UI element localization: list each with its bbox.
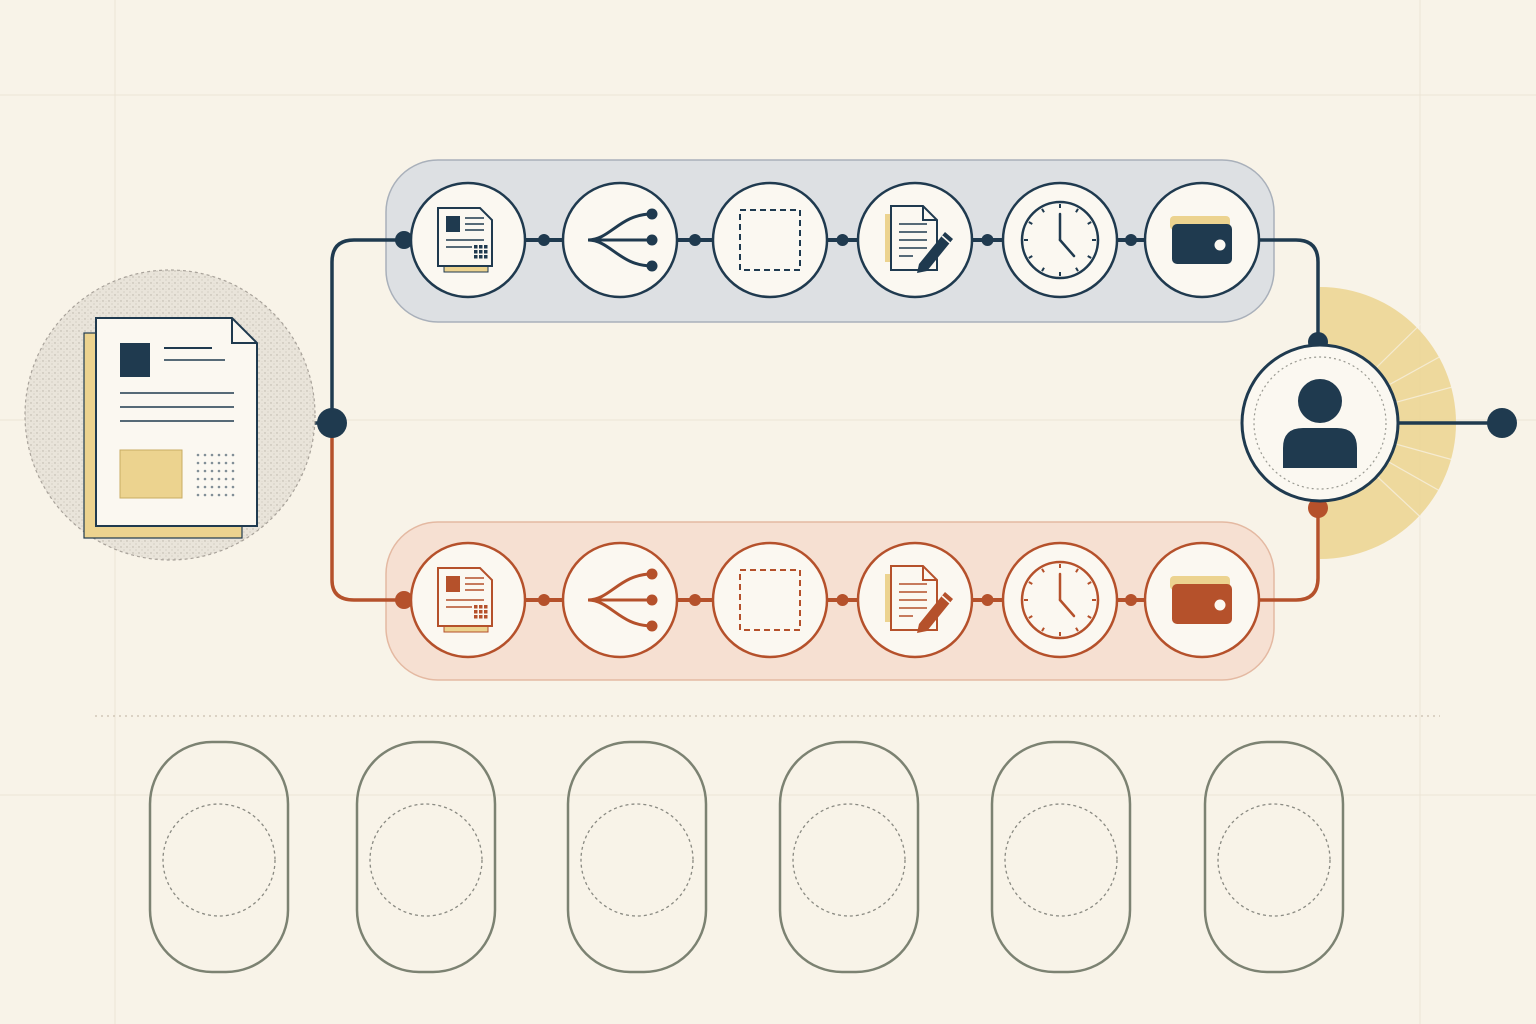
clock-icon	[1020, 200, 1100, 280]
link-dot	[689, 234, 701, 246]
bottom-lane-step-5[interactable]	[1001, 541, 1119, 659]
invoice-document-icon	[437, 207, 493, 273]
step-circle	[711, 541, 829, 659]
empty-slot-icon	[1217, 803, 1331, 917]
slot-frame	[148, 740, 290, 974]
empty-slot-icon	[1004, 803, 1118, 917]
dashed-placeholder-icon	[739, 209, 801, 271]
placeholder-slot-6[interactable]	[1203, 740, 1345, 974]
link-dot	[836, 594, 849, 606]
placeholder-slot-1[interactable]	[148, 740, 290, 974]
branch-split-icon	[587, 208, 658, 272]
bottom-lane-step-4[interactable]	[856, 541, 974, 659]
top-lane-step-1[interactable]	[409, 181, 527, 299]
top-lane-step-4[interactable]	[856, 181, 974, 299]
top-lane	[409, 181, 1261, 299]
source-node	[24, 269, 316, 561]
link-dot	[981, 594, 994, 606]
placeholder-slot-3[interactable]	[566, 740, 708, 974]
empty-slot-icon	[792, 803, 906, 917]
placeholder-slot-5[interactable]	[990, 740, 1132, 974]
step-circle	[711, 181, 829, 299]
edit-document-icon	[885, 205, 953, 273]
link-dot	[689, 594, 701, 606]
document-stack-icon	[83, 317, 258, 539]
empty-slot-icon	[580, 803, 694, 917]
bottom-lane-step-2[interactable]	[561, 541, 679, 659]
junction-dots	[317, 231, 1517, 609]
slot-frame	[1203, 740, 1345, 974]
empty-slot-icon	[369, 803, 483, 917]
slot-frame	[990, 740, 1132, 974]
slot-frame	[566, 740, 708, 974]
user-icon	[1283, 379, 1357, 468]
top-lane-step-6[interactable]	[1143, 181, 1261, 299]
invoice-document-icon	[437, 567, 493, 633]
placeholder-slot-4[interactable]	[778, 740, 920, 974]
slot-frame	[778, 740, 920, 974]
bottom-lane	[409, 541, 1261, 659]
edit-document-icon	[885, 565, 953, 633]
top-lane-step-5[interactable]	[1001, 181, 1119, 299]
link-dot	[1125, 234, 1137, 246]
top-lane-step-3[interactable]	[711, 181, 829, 299]
link-dot	[1125, 594, 1137, 606]
wallet-icon	[1170, 576, 1232, 624]
empty-slot-icon	[162, 803, 276, 917]
branch-split-icon	[587, 568, 658, 632]
top-lane-step-2[interactable]	[561, 181, 679, 299]
wallet-icon	[1170, 216, 1232, 264]
link-dot	[981, 234, 994, 246]
destination-node[interactable]	[1240, 343, 1400, 503]
dashed-placeholder-icon	[739, 569, 801, 631]
bottom-lane-step-6[interactable]	[1143, 541, 1261, 659]
slot-frame	[355, 740, 497, 974]
link-dot	[538, 594, 550, 606]
placeholder-slot-2[interactable]	[355, 740, 497, 974]
link-dot	[836, 234, 849, 246]
link-dot	[538, 234, 550, 246]
clock-icon	[1020, 560, 1100, 640]
bottom-lane-step-3[interactable]	[711, 541, 829, 659]
connectors	[253, 238, 1502, 602]
bottom-lane-step-1[interactable]	[409, 541, 527, 659]
